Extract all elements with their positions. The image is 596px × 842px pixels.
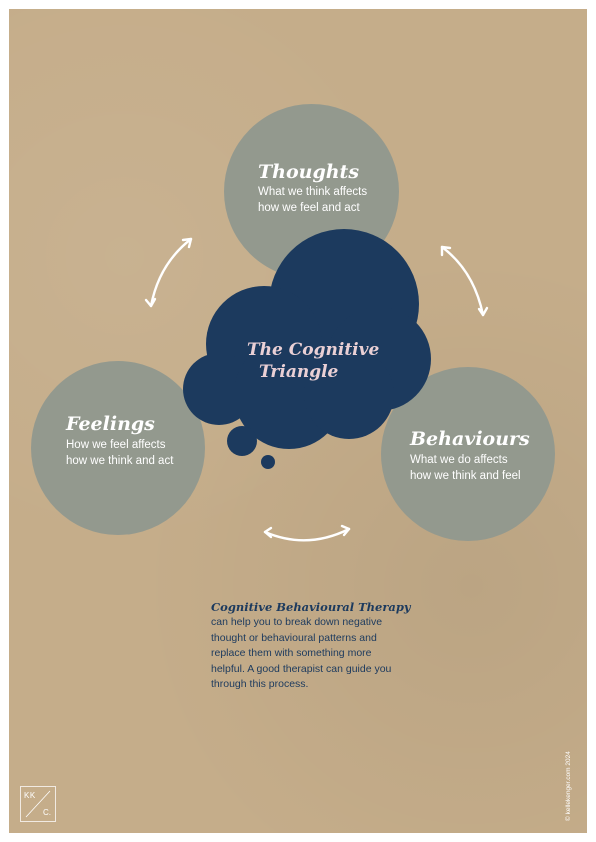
logo-text-top: KK (24, 791, 36, 800)
logo-divider-icon (25, 790, 51, 818)
cbt-line: can help you to break down negative (211, 616, 383, 628)
diagram-graphics (144, 229, 489, 542)
brand-logo: KK C. (20, 786, 56, 822)
behaviours-description: What we do affects how we think and feel (410, 452, 521, 484)
logo-text-bottom: C. (43, 808, 51, 817)
cbt-line: replace them with something more (211, 647, 372, 659)
cbt-line: through this process. (211, 678, 309, 690)
cbt-paragraph: Cognitive Behavioural Therapy can help y… (211, 599, 431, 693)
feelings-title: Feelings (66, 413, 155, 435)
cbt-heading: Cognitive Behavioural Therapy (211, 600, 411, 614)
arrow-thoughts-behaviours (440, 245, 489, 317)
cloud-bubble-large (227, 426, 257, 456)
behaviours-title: Behaviours (410, 428, 530, 450)
cloud-lobe-bottom-right (304, 349, 394, 439)
cognitive-triangle-title: The Cognitive Triangle (247, 339, 379, 383)
arrow-feelings-behaviours (263, 524, 351, 542)
cbt-line: helpful. A good therapist can guide you (211, 662, 392, 675)
center-title-line: The Cognitive (247, 340, 380, 360)
thought-cloud (183, 229, 431, 469)
thoughts-desc-line: how we feel and act (258, 202, 360, 214)
thoughts-description: What we think affects how we feel and ac… (258, 184, 367, 216)
behaviours-desc-line: how we think and feel (410, 470, 521, 482)
feelings-desc-line: how we think and act (66, 455, 174, 467)
cbt-line: thought or behavioural patterns and (211, 631, 377, 644)
copyright-credit: © kellekenger.com 2024 (565, 751, 572, 821)
thoughts-title: Thoughts (258, 161, 360, 183)
center-title-line: Triangle (259, 362, 339, 382)
cloud-bubble-small (261, 455, 275, 469)
poster: Thoughts What we think affects how we fe… (9, 9, 587, 833)
arrow-thoughts-feelings (144, 237, 193, 308)
feelings-description: How we feel affects how we think and act (66, 437, 173, 469)
thoughts-desc-line: What we think affects (258, 186, 368, 198)
behaviours-desc-line: What we do affects (410, 454, 508, 466)
feelings-desc-line: How we feel affects (66, 439, 166, 451)
feelings-circle (31, 361, 205, 535)
